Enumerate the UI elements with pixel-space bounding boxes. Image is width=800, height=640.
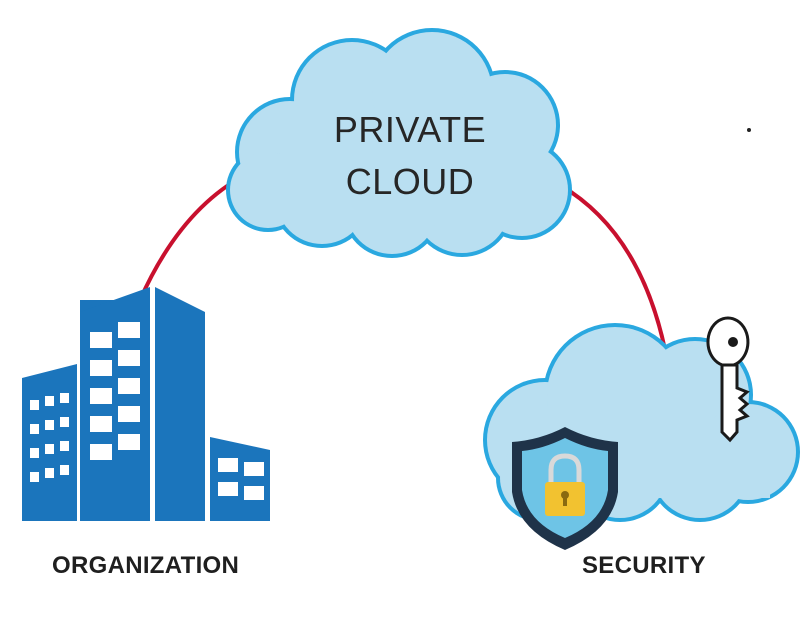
organization-label: ORGANIZATION [52,552,240,579]
cloud-icon [226,28,572,258]
decorative-dot [747,128,751,132]
cloud-title-line2: CLOUD [345,161,475,202]
shield-icon [512,427,618,550]
building-icon [22,287,270,521]
padlock-icon [545,453,585,516]
connector-right [558,183,670,367]
cloud-title-line1: PRIVATE [333,109,487,150]
key-icon [706,316,750,443]
security-label: SECURITY [582,552,706,579]
